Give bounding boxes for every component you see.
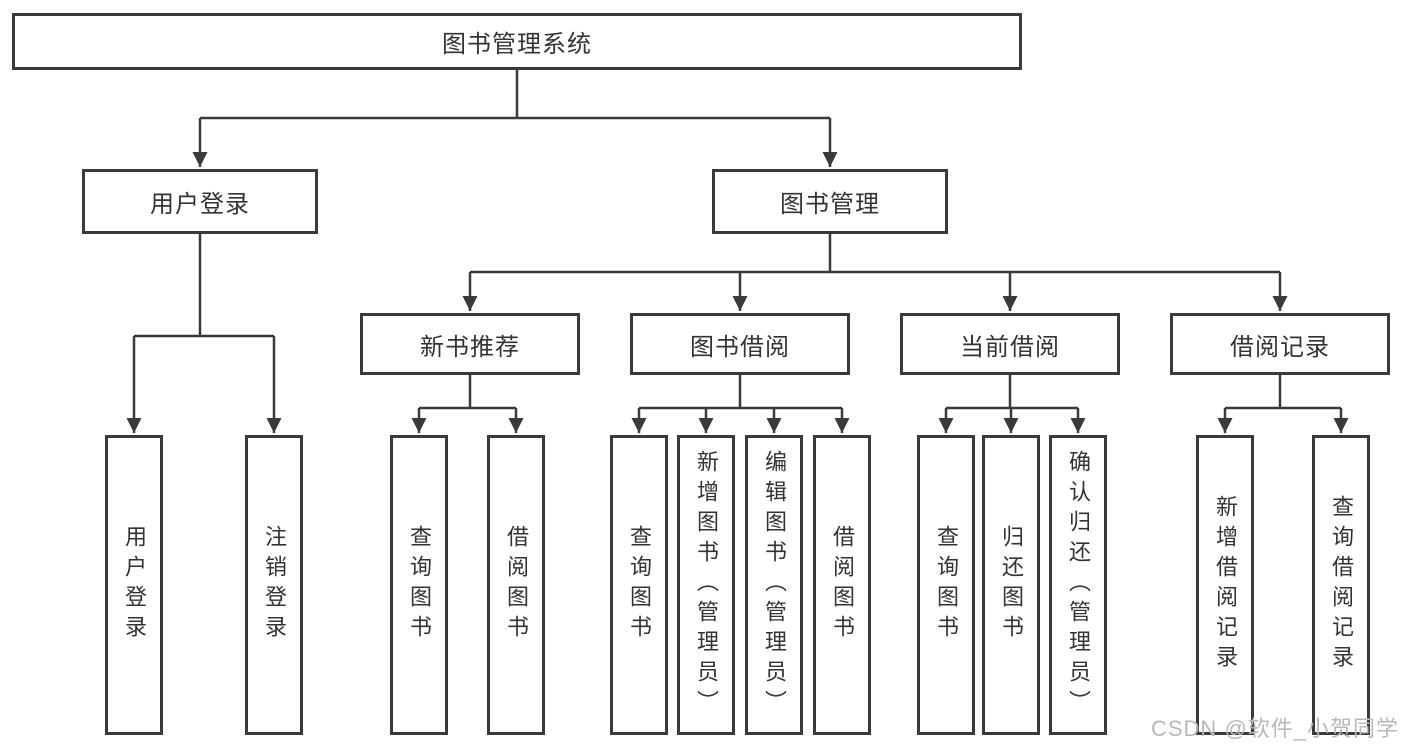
leaf-query-books-3: 查询图书 xyxy=(917,435,975,735)
leaf-add-books-admin: 新增图书（管理员） xyxy=(677,435,735,735)
node-book-management: 图书管理 xyxy=(712,169,948,234)
leaf-user-login: 用户登录 xyxy=(105,435,163,735)
leaf-query-books-2: 查询图书 xyxy=(610,435,668,735)
node-borrow-records: 借阅记录 xyxy=(1170,313,1390,375)
node-root-system: 图书管理系统 xyxy=(12,13,1022,70)
node-current-borrow-label: 当前借阅 xyxy=(960,333,1060,361)
leaf-confirm-return-admin-label: 确认归还（管理员） xyxy=(1066,450,1091,720)
leaf-return-books-label: 归还图书 xyxy=(999,525,1024,645)
leaf-borrow-books-2-label: 借阅图书 xyxy=(830,525,855,645)
csdn-watermark: CSDN @软件_小贺同学 xyxy=(1150,716,1399,741)
node-book-management-label: 图书管理 xyxy=(780,191,880,218)
leaf-logout-label: 注销登录 xyxy=(262,525,287,645)
node-new-book-recommend-label: 新书推荐 xyxy=(420,333,520,361)
node-user-login: 用户登录 xyxy=(82,169,318,234)
leaf-logout: 注销登录 xyxy=(245,435,303,735)
leaf-return-books: 归还图书 xyxy=(982,435,1040,735)
leaf-confirm-return-admin: 确认归还（管理员） xyxy=(1049,435,1107,735)
node-current-borrow: 当前借阅 xyxy=(900,313,1120,375)
leaf-add-books-admin-label: 新增图书（管理员） xyxy=(694,450,719,720)
node-user-login-label: 用户登录 xyxy=(150,191,250,218)
leaf-query-borrow-record: 查询借阅记录 xyxy=(1312,435,1370,735)
node-new-book-recommend: 新书推荐 xyxy=(360,313,580,375)
leaf-user-login-label: 用户登录 xyxy=(122,525,147,645)
node-root-label: 图书管理系统 xyxy=(442,31,592,58)
leaf-query-books-2-label: 查询图书 xyxy=(627,525,652,645)
leaf-borrow-books-2: 借阅图书 xyxy=(813,435,871,735)
leaf-query-borrow-record-label: 查询借阅记录 xyxy=(1329,495,1354,675)
leaf-borrow-books-1-label: 借阅图书 xyxy=(504,525,529,645)
leaf-query-books-1-label: 查询图书 xyxy=(407,525,432,645)
leaf-query-books-1: 查询图书 xyxy=(390,435,448,735)
leaf-edit-books-admin-label: 编辑图书（管理员） xyxy=(762,450,787,720)
node-book-borrow-label: 图书借阅 xyxy=(690,333,790,361)
leaf-add-borrow-record: 新增借阅记录 xyxy=(1196,435,1254,735)
leaf-edit-books-admin: 编辑图书（管理员） xyxy=(745,435,803,735)
leaf-borrow-books-1: 借阅图书 xyxy=(487,435,545,735)
leaf-add-borrow-record-label: 新增借阅记录 xyxy=(1213,495,1238,675)
node-borrow-records-label: 借阅记录 xyxy=(1230,333,1330,361)
node-book-borrow: 图书借阅 xyxy=(630,313,850,375)
leaf-query-books-3-label: 查询图书 xyxy=(934,525,959,645)
